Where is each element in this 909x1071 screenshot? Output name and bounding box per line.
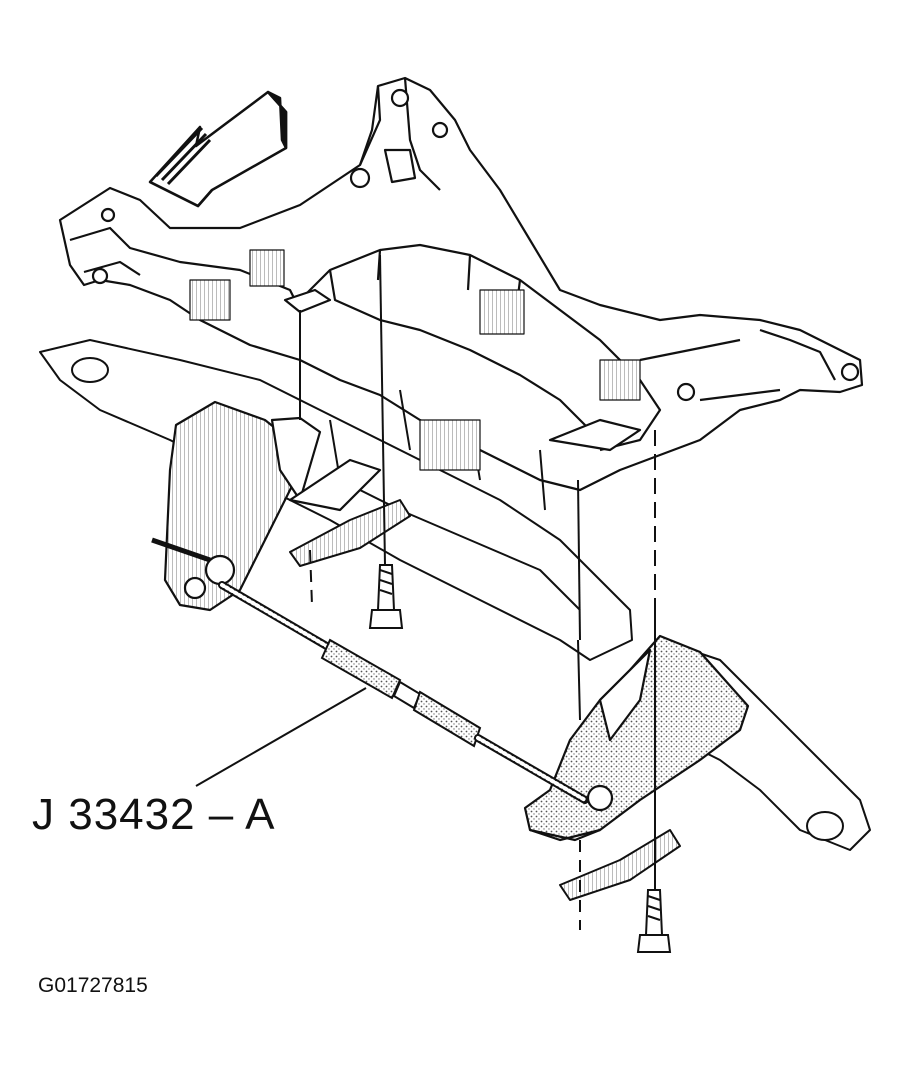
alignment-lines — [299, 254, 656, 930]
bolt-left — [368, 564, 404, 629]
left-support-bracket — [151, 400, 382, 612]
bolt-right — [636, 889, 672, 953]
right-support-bracket — [523, 634, 750, 842]
tool-callout-label: J 33432 – A — [32, 790, 276, 839]
lower-washer-plates — [289, 499, 681, 901]
support-rod — [218, 581, 589, 804]
figure-id: G01727815 — [38, 974, 148, 997]
callout-leader-line — [195, 687, 367, 787]
engine-crossmember — [58, 76, 864, 492]
direction-arrow — [148, 90, 288, 208]
